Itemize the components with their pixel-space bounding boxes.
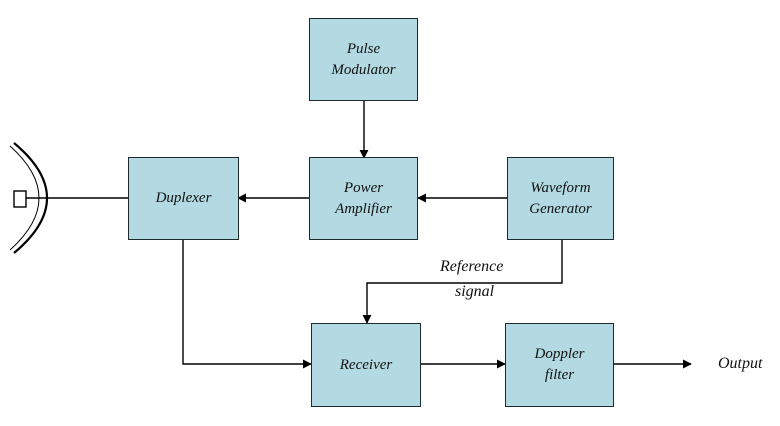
pulse-modulator-label-line1: Pulse — [346, 40, 381, 57]
reference-signal-label-line1: Reference — [440, 258, 504, 275]
arrow-duplexer-to-receiver — [182, 239, 312, 369]
duplexer-block: Duplexer — [128, 157, 239, 240]
arrow-reference-signal — [362, 239, 563, 324]
pulse-modulator-label-line2: Modulator — [331, 61, 396, 78]
pulse-modulator-block: Pulse Modulator — [309, 18, 418, 101]
receiver-block: Receiver — [311, 323, 421, 407]
reference-signal-label-line2: signal — [455, 283, 495, 300]
power-amplifier-label-line2: Amplifier — [335, 200, 392, 217]
doppler-filter-label-line1: Doppler — [534, 346, 585, 362]
antenna-feed-icon — [13, 190, 27, 208]
waveform-generator-label-line2: Generator — [529, 200, 592, 217]
duplexer-label: Duplexer — [155, 190, 212, 206]
receiver-label: Receiver — [339, 356, 393, 373]
power-amplifier-label-line1: Power — [343, 179, 384, 196]
doppler-filter-label-line2: filter — [544, 367, 575, 383]
output-label: Output — [718, 355, 763, 372]
waveform-generator-label-line1: Waveform — [530, 179, 591, 196]
waveform-generator-block: Waveform Generator — [507, 157, 614, 240]
power-amplifier-block: Power Amplifier — [309, 157, 418, 240]
doppler-filter-block: Doppler filter — [505, 323, 614, 407]
